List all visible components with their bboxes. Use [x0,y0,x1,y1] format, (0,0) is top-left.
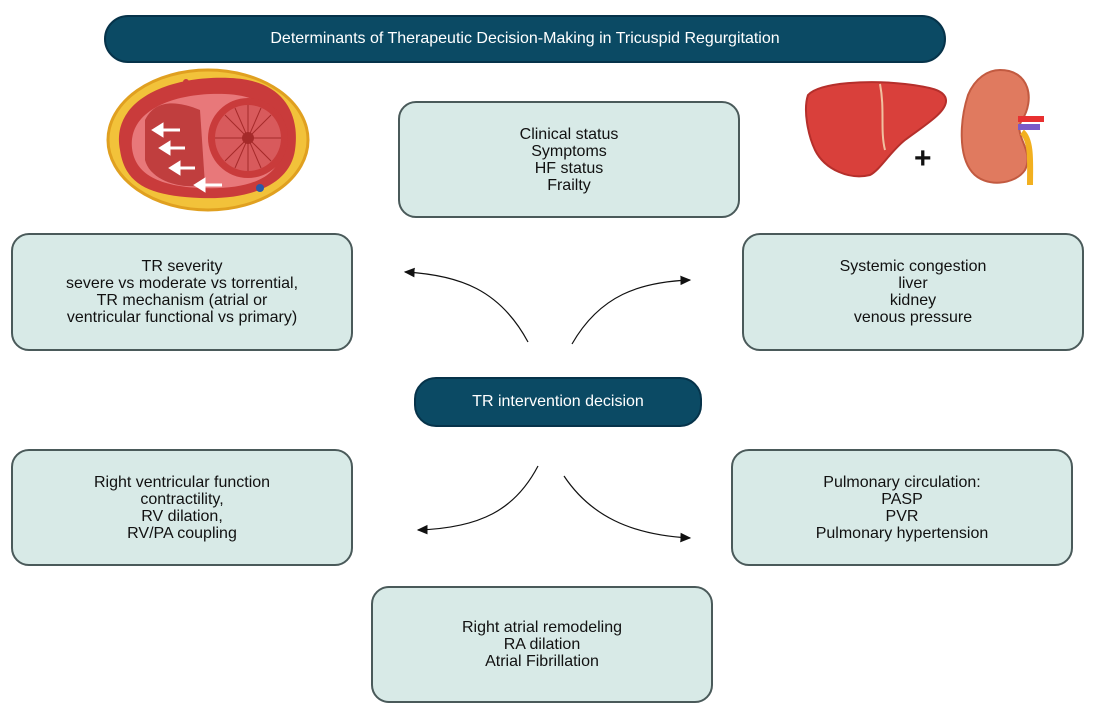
diagram-title: Determinants of Therapeutic Decision-Mak… [104,15,946,63]
box-line: PASP [881,490,923,508]
liver-icon [805,81,947,178]
box-line: Atrial Fibrillation [485,653,599,670]
box-line: TR severity [141,258,223,275]
box-line: Frailty [547,176,591,194]
arrow-to-congestion [571,275,692,345]
box-line: RV/PA coupling [127,524,237,542]
kidney-icon [960,68,1044,186]
box-line: Symptoms [531,142,607,160]
pulmonary-circulation-box: Pulmonary circulation: PASP PVR Pulmonar… [731,449,1073,566]
plus-symbol: + [914,142,932,175]
box-line: PVR [885,507,919,525]
box-line: Pulmonary circulation: [823,473,981,491]
box-line: Systemic congestion [839,258,987,275]
box-line: kidney [889,292,937,309]
tr-intervention-decision: TR intervention decision [414,377,702,427]
right-ventricular-function-box: Right ventricular function contractility… [11,449,353,566]
arrows [403,267,692,543]
box-line: RA dilation [503,636,581,653]
heart-cross-section-icon [106,68,310,212]
arrow-to-pulmonary [563,475,692,543]
box-line: Right ventricular function [93,473,271,491]
tr-severity-box: TR severity severe vs moderate vs torren… [11,233,353,351]
box-line: ventricular functional vs primary) [66,309,298,326]
box-line: TR mechanism (atrial or [96,292,268,309]
clinical-status-box: Clinical status Symptoms HF status Frail… [398,101,740,218]
box-line: contractility, [140,490,224,508]
box-line: RV dilation, [141,507,223,525]
box-line: liver [898,275,928,292]
box-line: venous pressure [853,309,973,326]
arrow-to-rv [416,465,539,535]
systemic-congestion-box: Systemic congestion liver kidney venous … [742,233,1084,351]
box-line: Right atrial remodeling [461,619,623,636]
arrow-to-severity [403,267,529,343]
box-line: Pulmonary hypertension [815,524,989,542]
box-line: Clinical status [519,125,619,143]
box-line: severe vs moderate vs torrential, [65,275,299,292]
right-atrial-remodeling-box: Right atrial remodeling RA dilation Atri… [371,586,713,703]
box-line: HF status [534,159,604,177]
